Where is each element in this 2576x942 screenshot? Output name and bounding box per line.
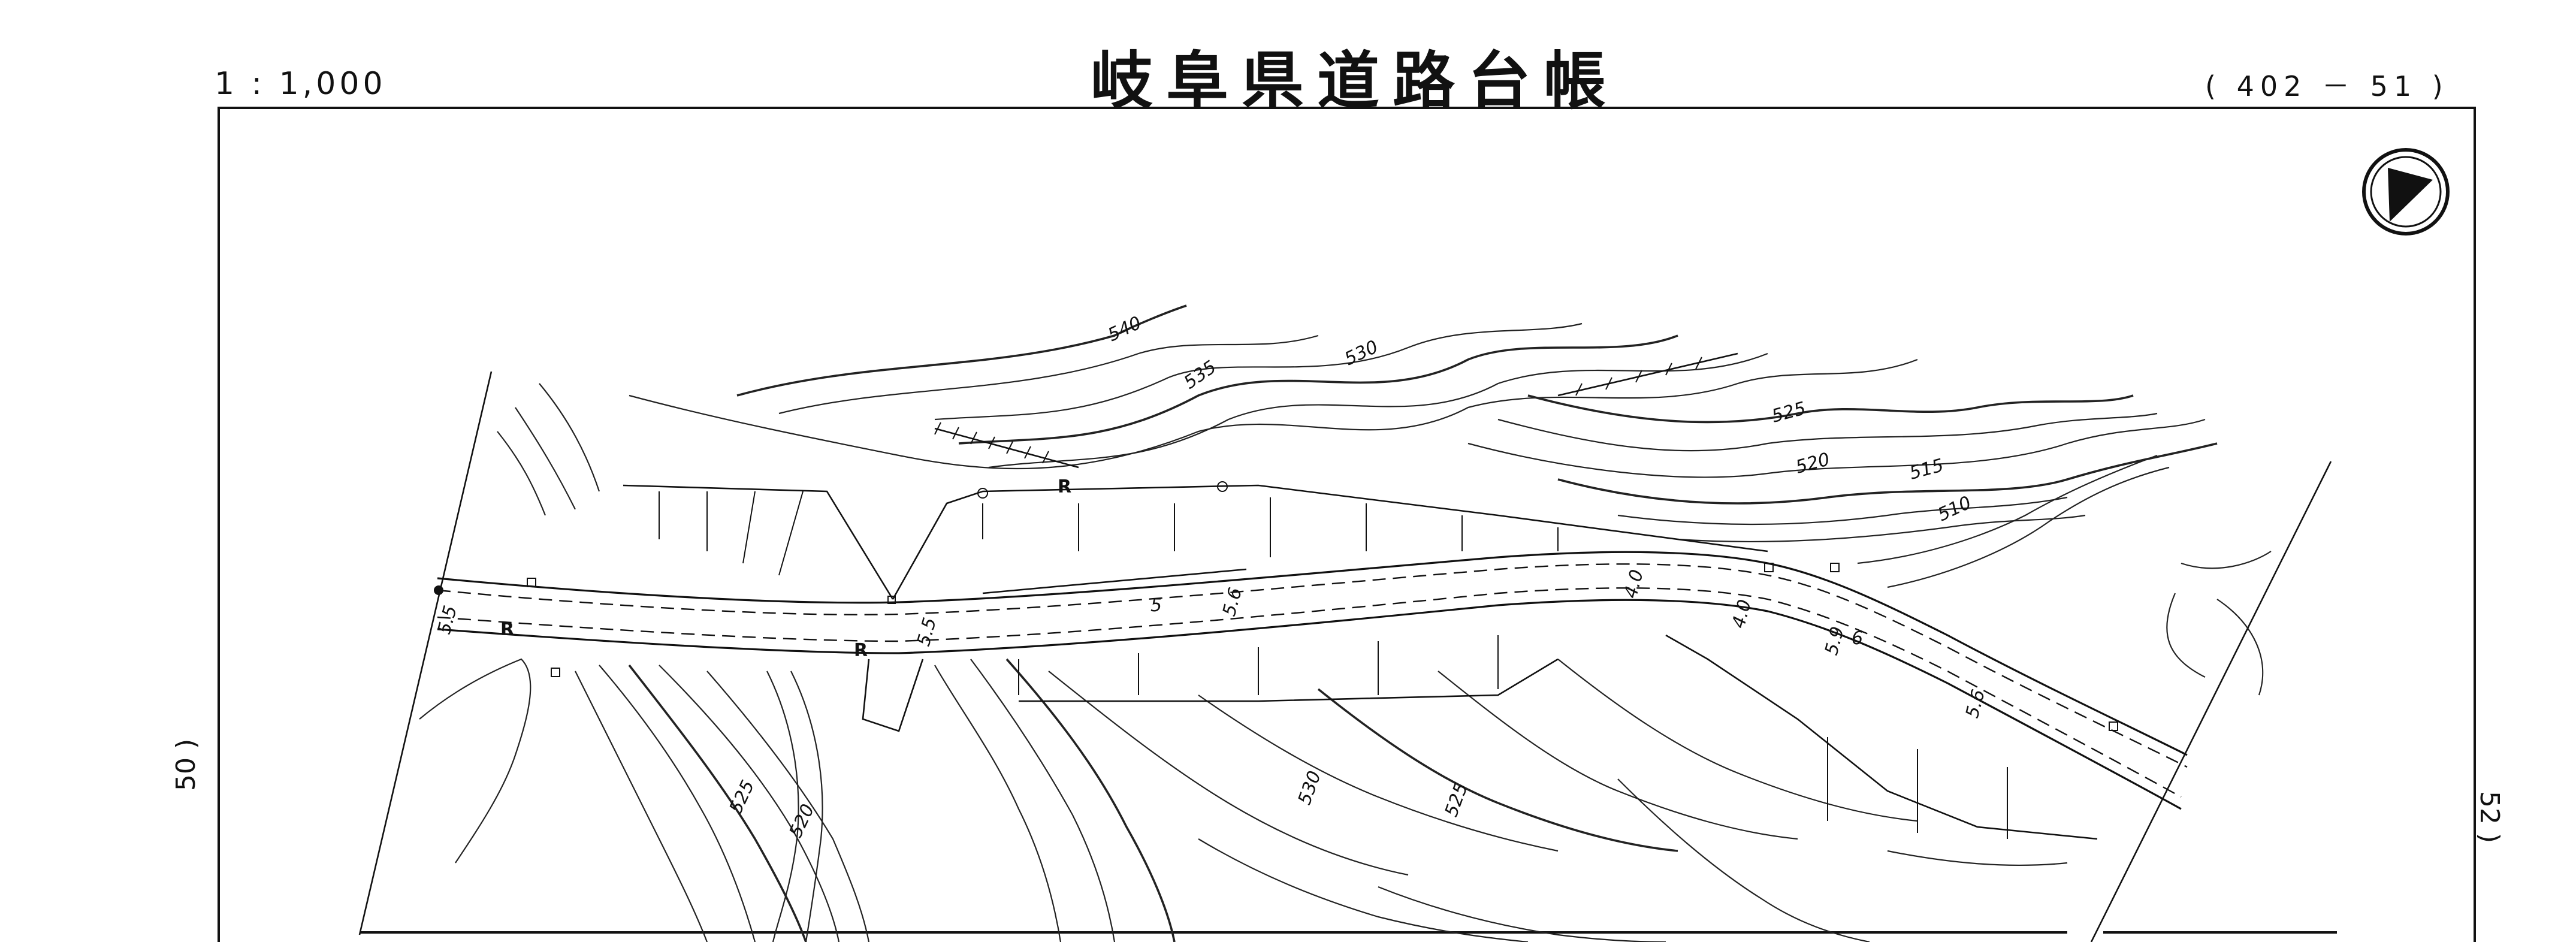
map-symbol-r: R [500,619,514,640]
retaining-wall-hatch [934,352,1738,594]
road-width-label: 5.5 [913,615,941,648]
road-width-label: 4.0 [1620,567,1648,600]
contour-label: 520 [1793,449,1832,478]
road-width-label: 4.0 [1728,597,1756,630]
contours-right [2166,551,2272,696]
contour-label: 540 [1105,312,1145,346]
north-arrow-icon [2362,148,2450,236]
map-scale: 1 : 1,000 [215,66,386,102]
contour-label: 525 [1441,780,1472,820]
road-centerline [437,551,2188,810]
contour-label: 530 [1342,336,1382,370]
road-width-label: 5.6 [1219,585,1246,618]
contour-label: 525 [1769,398,1808,427]
map-frame [218,107,2476,942]
contour-label: 525 [726,777,759,817]
sheet-number: ( 402 － 51 ) [2205,70,2449,102]
contour-label: 535 [1180,357,1221,394]
contour-label: 520 [786,801,819,841]
contour-label: 530 [1294,768,1325,808]
contour-label: 510 [1935,492,1975,526]
contours-upper [497,304,2218,588]
contour-labels: 540 535 530 525 520 515 510 525 520 530 … [726,312,1975,841]
survey-boundary-right [2090,461,2332,942]
contour-label: 515 [1907,455,1946,484]
map-symbol-r: R [854,640,868,661]
slope-hatching [623,484,2098,840]
map-symbols: R R R [434,476,2118,731]
survey-boundary [358,371,493,935]
contours-lower [419,658,2068,942]
page-title: 岐阜県道路台帳 [1091,44,1620,117]
road-width-label: 6 [1852,628,1863,649]
map-symbol-r: R [1058,476,1071,497]
road-width-label: 5 [1150,595,1162,616]
